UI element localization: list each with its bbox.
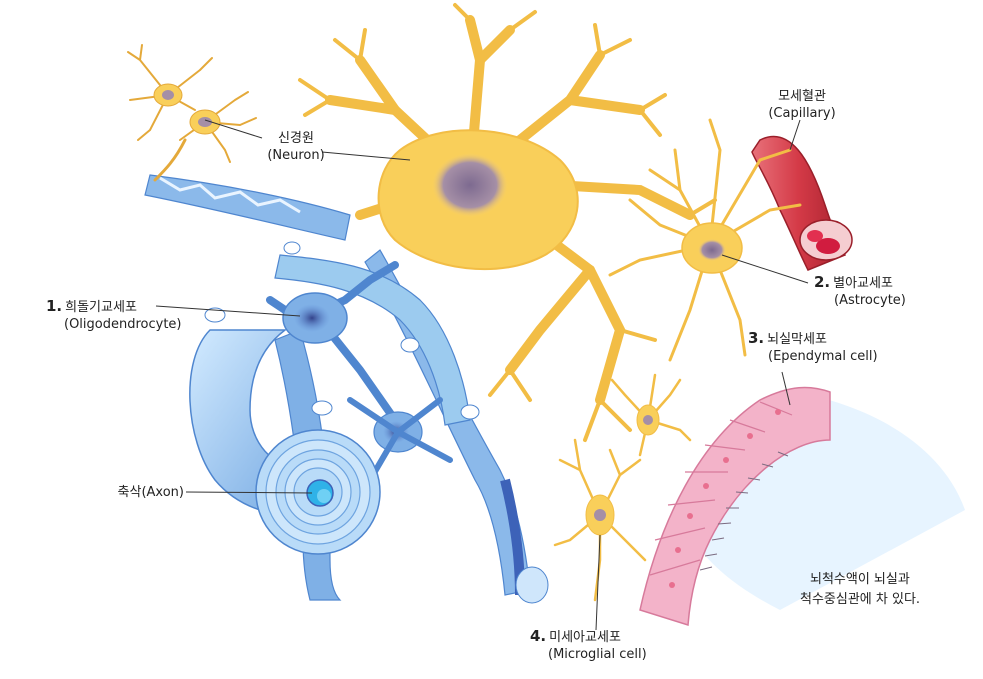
leader-oligodendrocyte [155,305,301,317]
label-capillary: 모세혈관 (Capillary) [762,88,842,122]
label-neuron: 신경원 (Neuron) [262,130,330,164]
label-ependymal-ko: 뇌실막세포 [767,332,827,347]
axon-cross-section [255,429,381,555]
label-astrocyte-en: (Astrocyte) [834,293,906,308]
label-microglial-en: (Microglial cell) [548,647,647,662]
leader-ependymal [781,371,791,406]
axon-branch-left [144,174,351,241]
leader-neuron-small [204,119,263,139]
label-csf-note: 뇌척수액이 뇌실과 척수중심관에 차 있다. [800,570,920,610]
leader-astrocyte [721,254,809,284]
label-oligodendrocyte-en: (Oligodendrocyte) [64,317,182,332]
label-ependymal: 3.뇌실막세포 (Ependymal cell) [748,330,878,365]
leader-axon [185,491,313,494]
label-csf-note-line2: 척수중심관에 차 있다. [800,592,921,607]
small-neurons [127,44,257,182]
neuron-cell [298,3,717,442]
leader-capillary [789,119,801,151]
label-astrocyte: 2.별아교세포 (Astrocyte) [814,274,906,309]
label-csf-note-line1: 뇌척수액이 뇌실과 [810,572,910,587]
leader-neuron [321,151,411,161]
label-astrocyte-ko: 별아교세포 [833,276,893,291]
leader-lines [155,119,809,631]
ependymal-layer [639,386,965,626]
label-neuron-en: (Neuron) [267,148,325,163]
label-axon-text: 축삭(Axon) [117,485,184,500]
label-microglial-num: 4. [530,627,547,645]
label-microglial-ko: 미세아교세포 [549,630,621,645]
label-microglial: 4.미세아교세포 (Microglial cell) [530,628,647,663]
label-ependymal-num: 3. [748,329,765,347]
label-ependymal-en: (Ependymal cell) [768,349,878,364]
leader-microglial [595,534,601,631]
label-capillary-en: (Capillary) [768,106,836,121]
label-oligodendrocyte-num: 1. [46,297,63,315]
label-axon: 축삭(Axon) [82,484,184,501]
label-capillary-ko: 모세혈관 [778,89,826,104]
label-oligodendrocyte: 1.희돌기교세포 (Oligodendrocyte) [46,298,182,333]
label-neuron-ko: 신경원 [278,131,314,146]
astrocyte-cell [608,118,802,362]
label-astrocyte-num: 2. [814,273,831,291]
label-oligodendrocyte-ko: 희돌기교세포 [65,300,137,315]
capillary-vessel [751,135,853,271]
